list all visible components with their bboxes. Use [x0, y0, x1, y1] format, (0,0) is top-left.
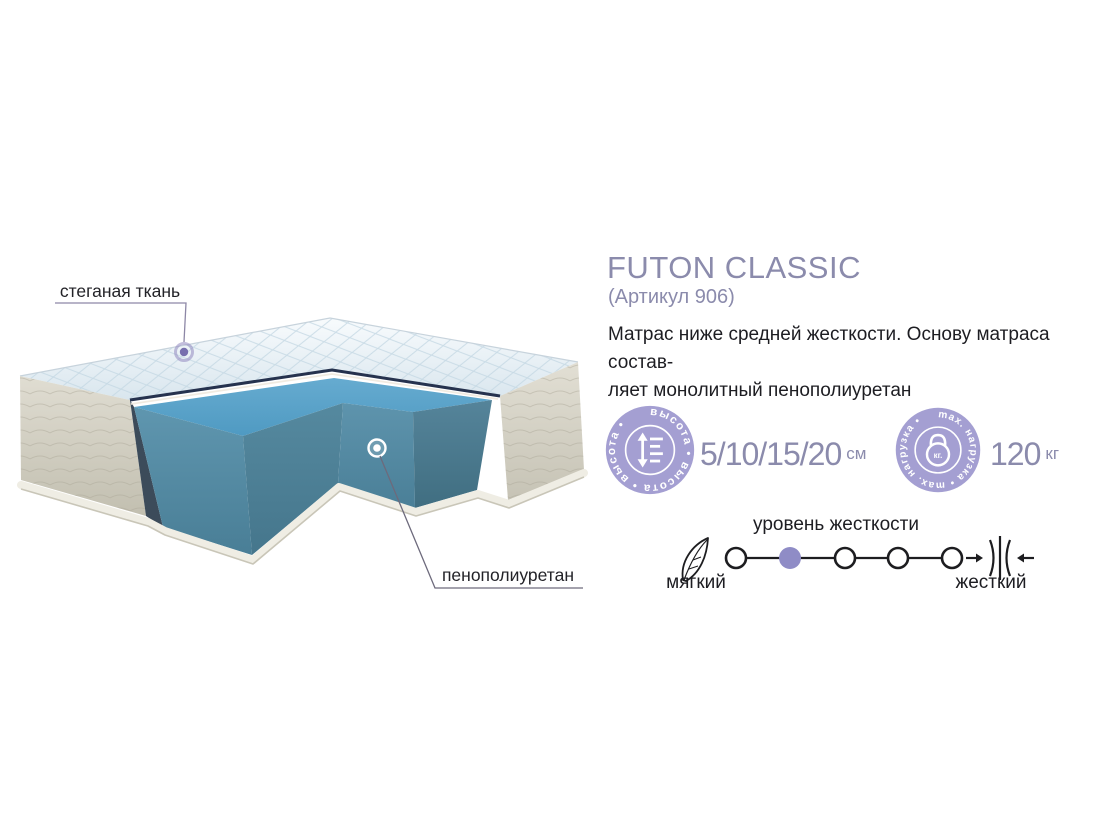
foam-step-face	[243, 403, 343, 555]
hardness-dot-3	[833, 546, 857, 570]
mattress-right-side-panel	[500, 362, 584, 500]
hardness-scale	[681, 536, 1034, 582]
fabric-cut-edge	[129, 368, 501, 405]
kettlebell-label: кг.	[934, 451, 943, 460]
hardness-dots	[724, 546, 964, 570]
hardness-title: уровень жесткости	[753, 514, 919, 535]
foam-label-text: пенополиуретан	[442, 565, 574, 585]
base-strip	[17, 469, 588, 565]
kettlebell-icon: кг.	[925, 433, 951, 467]
height-value: 5/10/15/20	[700, 435, 842, 472]
load-unit: кг	[1045, 444, 1060, 463]
load-badge-disc	[895, 407, 981, 493]
foam-core	[134, 378, 492, 555]
mattress-cutaway-illustration: стеганая ткань пенополиуретан	[17, 281, 588, 589]
hard-label: жесткий	[955, 572, 1027, 593]
height-badge: высота • высота • высота •	[605, 405, 695, 495]
hardness-dot-1	[724, 546, 748, 570]
product-title: FUTON CLASSIC	[607, 250, 861, 285]
hardness-dot-2-selected	[779, 547, 801, 569]
foam-side-face-right	[413, 400, 492, 508]
compression-icon	[966, 536, 1034, 580]
foam-front-face-left	[134, 407, 252, 555]
description-line-1: Матрас ниже средней жесткости. Основу ма…	[608, 324, 1050, 373]
height-badge-disc	[605, 405, 695, 495]
hardness-dot-5	[940, 546, 964, 570]
product-description: Матрас ниже средней жесткости. Основу ма…	[608, 321, 1102, 405]
description-line-2: ляет монолитный пенополиуретан	[608, 380, 912, 401]
load-value-row: 120 кг	[990, 432, 1059, 476]
fabric-leader-line	[55, 302, 187, 343]
fabric-label-text: стеганая ткань	[60, 281, 180, 301]
mattress-left-side-panel	[20, 376, 146, 516]
hardness-dot-4	[886, 546, 910, 570]
height-unit: см	[846, 444, 867, 463]
foam-marker-dot	[367, 438, 387, 458]
foam-top-surface	[134, 378, 492, 436]
height-value-row: 5/10/15/20 см	[700, 432, 866, 476]
load-value: 120	[990, 435, 1041, 472]
foam-label: пенополиуретан	[379, 455, 583, 589]
soft-label: мягкий	[666, 572, 726, 593]
foam-leader-line	[379, 455, 583, 589]
fabric-marker-dot	[174, 342, 194, 362]
mattress-top-fabric	[19, 317, 579, 400]
cut-cross-section	[130, 400, 163, 527]
feather-icon	[681, 537, 709, 582]
max-load-badge: max. нагрузка • max. нагрузка • кг.	[895, 407, 981, 493]
fabric-label: стеганая ткань	[55, 281, 187, 343]
product-article: (Артикул 906)	[608, 286, 735, 308]
height-arrows-icon	[637, 432, 663, 468]
